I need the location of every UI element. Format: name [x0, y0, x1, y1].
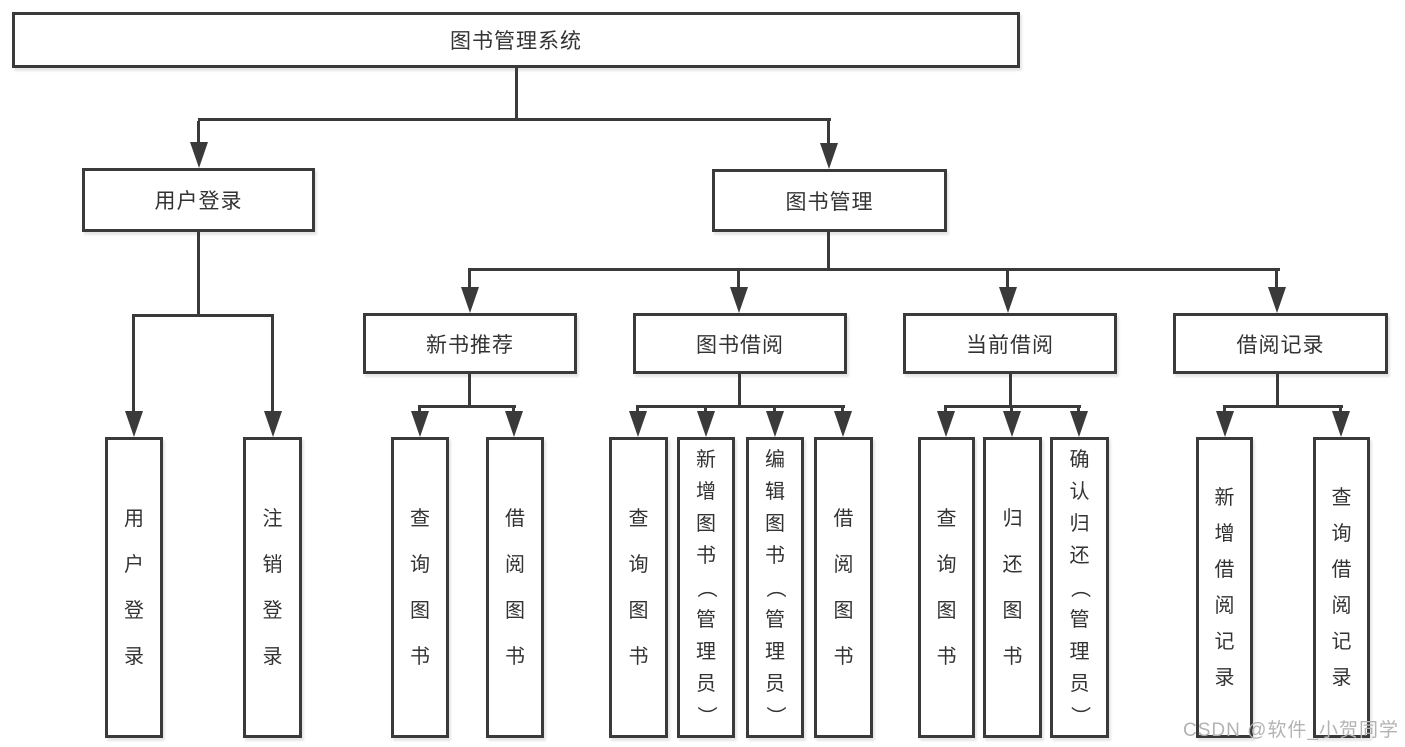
connector-line [827, 232, 830, 269]
node-label: 查询图书 [936, 507, 957, 668]
leaf-user-login: 用户登录 [105, 437, 163, 738]
arrowhead-down-icon [629, 411, 647, 437]
node-label: 查询借阅记录 [1331, 486, 1352, 689]
node-book-borrowing: 图书借阅 [633, 313, 847, 374]
arrowhead-down-icon [834, 411, 852, 437]
node-label: 新增借阅记录 [1214, 486, 1235, 689]
leaf-return-books: 归还图书 [983, 437, 1042, 738]
connector-line [1077, 408, 1080, 413]
connector-line [841, 408, 844, 413]
connector-line [418, 405, 516, 408]
node-current-borrowing: 当前借阅 [903, 313, 1117, 374]
connector-line [1010, 408, 1013, 413]
arrowhead-down-icon [999, 287, 1017, 313]
arrowhead-down-icon [1268, 287, 1286, 313]
connector-line [1223, 408, 1226, 413]
node-label: 用户登录 [124, 507, 144, 668]
connector-line [636, 405, 845, 408]
node-label: 用户登录 [154, 190, 243, 213]
node-label: 图书借阅 [696, 333, 784, 357]
connector-line [1006, 271, 1009, 288]
connector-line [1339, 408, 1342, 413]
arrowhead-down-icon [264, 411, 282, 437]
leaf-add-book-admin: 新增图书（管理员） [677, 437, 735, 738]
arrowhead-down-icon [820, 143, 838, 169]
arrowhead-down-icon [937, 411, 955, 437]
connector-line [132, 317, 135, 412]
connector-line [515, 68, 518, 119]
node-label: 查询图书 [410, 507, 430, 668]
connector-line [636, 408, 639, 413]
connector-line [1275, 271, 1278, 288]
connector-line [704, 408, 707, 413]
arrowhead-down-icon [125, 411, 143, 437]
connector-line [1276, 374, 1279, 407]
node-label: 新书推荐 [426, 333, 514, 357]
node-label: 借阅记录 [1236, 333, 1325, 357]
node-label: 新增图书（管理员） [695, 448, 717, 726]
arrowhead-down-icon [766, 411, 784, 437]
connector-line [1223, 405, 1343, 408]
node-label: 图书管理系统 [450, 30, 582, 53]
leaf-query-borrow-record: 查询借阅记录 [1313, 437, 1370, 738]
leaf-logout: 注销登录 [243, 437, 302, 738]
node-label: 注销登录 [262, 507, 283, 668]
node-book-management: 图书管理 [712, 169, 947, 232]
connector-line [197, 121, 200, 143]
node-label: 图书管理 [785, 190, 874, 214]
arrowhead-down-icon [1216, 411, 1234, 437]
connector-line [468, 271, 471, 288]
node-library-management-system: 图书管理系统 [12, 12, 1020, 68]
connector-line [512, 408, 515, 413]
arrowhead-down-icon [461, 287, 479, 313]
leaf-add-borrow-record: 新增借阅记录 [1196, 437, 1253, 738]
connector-line [773, 408, 776, 413]
connector-line [944, 405, 1081, 408]
arrowhead-down-icon [730, 287, 748, 313]
connector-line [738, 374, 741, 407]
node-new-book-recommend: 新书推荐 [363, 313, 577, 374]
arrowhead-down-icon [411, 411, 429, 437]
node-label: 归还图书 [1002, 507, 1023, 668]
node-user-login: 用户登录 [82, 168, 315, 232]
connector-line [418, 408, 421, 413]
arrowhead-down-icon [1332, 411, 1350, 437]
watermark: CSDN @软件_小贺同学 [1183, 720, 1399, 741]
connector-line [197, 232, 200, 315]
arrowhead-down-icon [1003, 411, 1021, 437]
node-label: 当前借阅 [966, 333, 1054, 357]
connector-line [271, 317, 274, 412]
leaf-query-books-recommend: 查询图书 [391, 437, 449, 738]
connector-line [198, 118, 831, 121]
node-borrow-records: 借阅记录 [1173, 313, 1388, 374]
leaf-borrow-books-recommend: 借阅图书 [486, 437, 544, 738]
connector-line [1009, 374, 1012, 407]
arrowhead-down-icon [505, 411, 523, 437]
arrowhead-down-icon [1070, 411, 1088, 437]
leaf-query-books-current: 查询图书 [918, 437, 975, 738]
connector-line [827, 121, 830, 143]
connector-line [737, 271, 740, 288]
node-label: 编辑图书（管理员） [764, 448, 786, 726]
leaf-borrow-books-borrowing: 借阅图书 [814, 437, 873, 738]
arrowhead-down-icon [190, 142, 208, 168]
connector-line [468, 374, 471, 407]
connector-line [132, 314, 274, 317]
node-label: 借阅图书 [833, 507, 854, 668]
node-label: 确认归还（管理员） [1068, 448, 1091, 726]
connector-line [944, 408, 947, 413]
leaf-query-books-borrowing: 查询图书 [609, 437, 668, 738]
node-label: 借阅图书 [505, 507, 525, 668]
node-label: 查询图书 [628, 507, 649, 668]
leaf-edit-book-admin: 编辑图书（管理员） [746, 437, 804, 738]
leaf-confirm-return-admin: 确认归还（管理员） [1050, 437, 1109, 738]
connector-line [468, 268, 1280, 271]
arrowhead-down-icon [697, 411, 715, 437]
